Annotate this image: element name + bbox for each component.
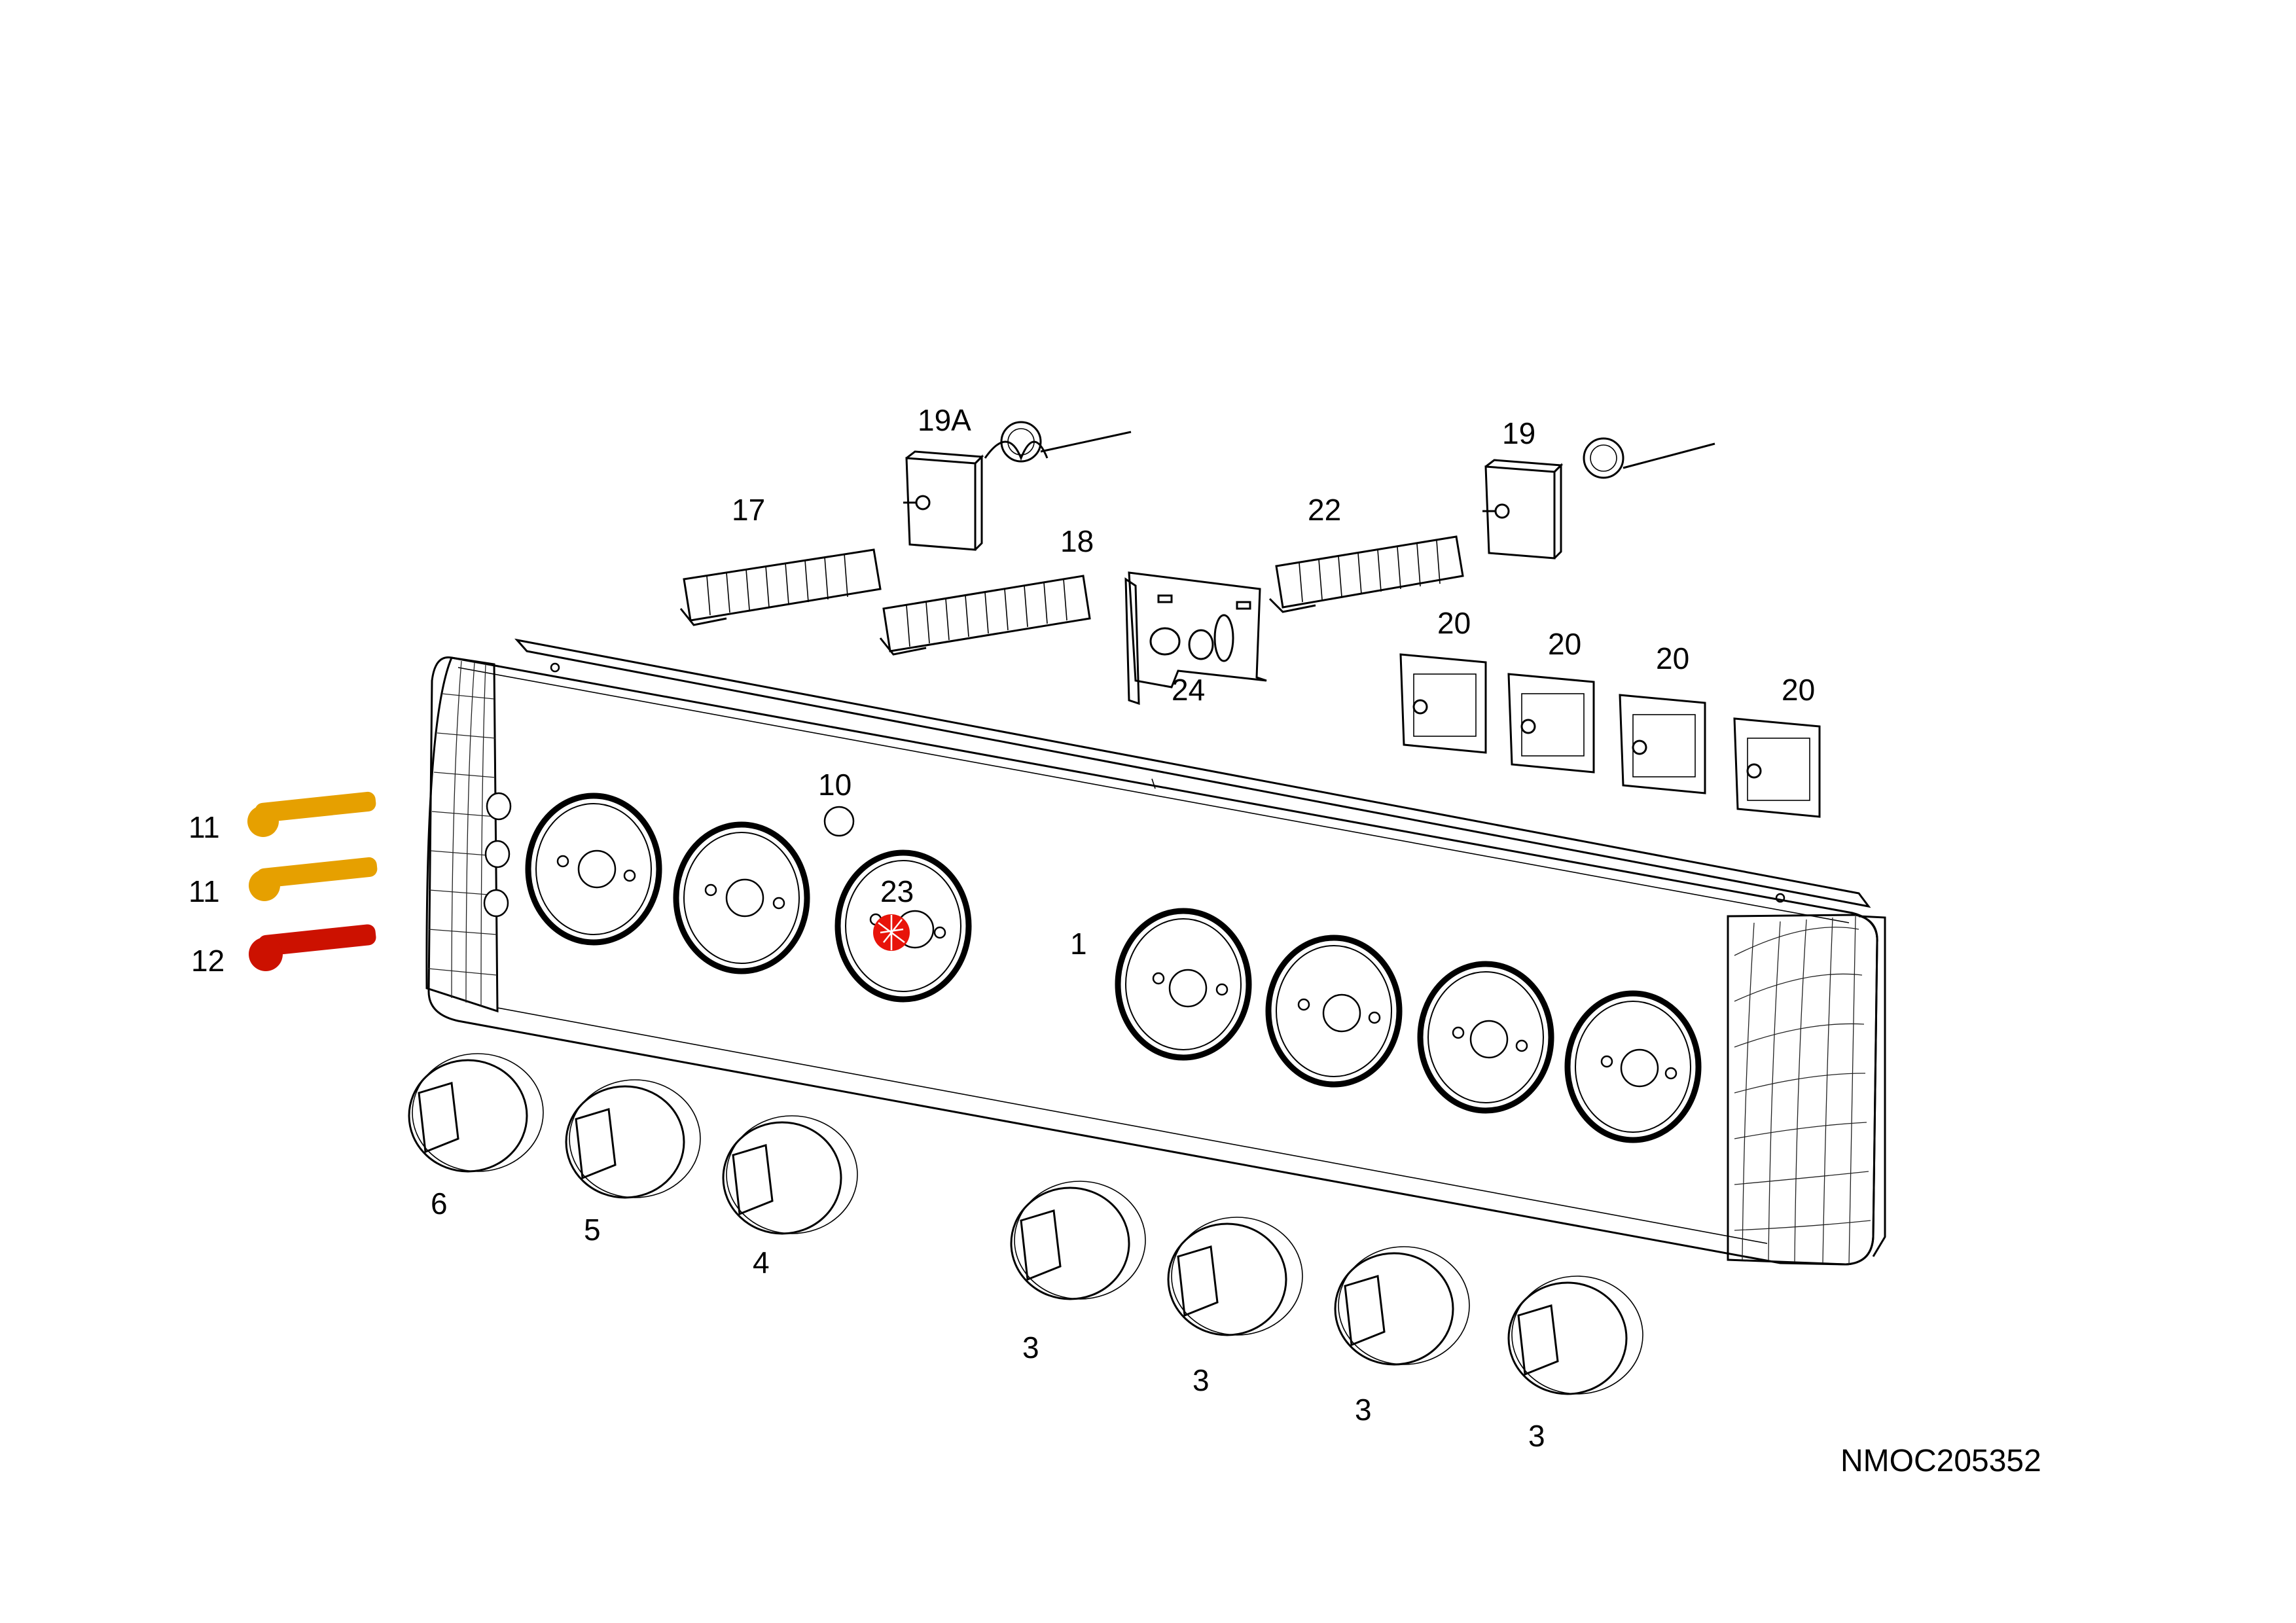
callout-10: 10 bbox=[818, 768, 852, 802]
indicator-lamp-12 bbox=[249, 924, 376, 971]
terminal-block-17 bbox=[679, 548, 882, 626]
callout-20-b: 20 bbox=[1548, 627, 1581, 661]
callout-20-a: 20 bbox=[1437, 606, 1471, 640]
knob-6 bbox=[408, 1053, 544, 1173]
energy-regulator-20-b bbox=[1507, 673, 1595, 774]
callout-22: 22 bbox=[1308, 493, 1341, 527]
energy-regulator-20-d bbox=[1733, 717, 1821, 818]
indicator-lamp-11-a bbox=[247, 791, 376, 837]
thermostat-19 bbox=[1482, 437, 1715, 560]
control-panel bbox=[425, 638, 1886, 1266]
knob-5 bbox=[565, 1079, 701, 1199]
energy-regulator-20-a bbox=[1399, 653, 1487, 754]
callout-5: 5 bbox=[584, 1213, 601, 1247]
thermostat-19a bbox=[903, 421, 1132, 551]
callout-3-a: 3 bbox=[1022, 1330, 1039, 1364]
indicator-lamp-11-b bbox=[249, 857, 378, 901]
callout-19a: 19A bbox=[918, 403, 971, 437]
knob-3-c bbox=[1334, 1246, 1470, 1366]
callout-20-c: 20 bbox=[1656, 641, 1689, 675]
callout-24: 24 bbox=[1172, 673, 1205, 707]
callout-18: 18 bbox=[1060, 524, 1094, 558]
callout-11-b: 11 bbox=[188, 874, 220, 908]
terminal-block-18 bbox=[879, 575, 1091, 656]
bezel-rings bbox=[525, 793, 1702, 1143]
knob-4 bbox=[722, 1115, 858, 1235]
callout-4: 4 bbox=[753, 1245, 770, 1279]
callout-6: 6 bbox=[431, 1186, 448, 1221]
callout-12: 12 bbox=[191, 944, 224, 978]
callout-17: 17 bbox=[732, 493, 765, 527]
right-end-cap bbox=[1727, 914, 1886, 1266]
knob-3-d bbox=[1507, 1275, 1643, 1395]
callout-3-d: 3 bbox=[1528, 1419, 1545, 1453]
mounting-bracket-24 bbox=[1124, 571, 1267, 705]
knob-3-a bbox=[1010, 1181, 1146, 1300]
callout-11-a: 11 bbox=[188, 810, 220, 844]
knob-3-b bbox=[1167, 1217, 1303, 1336]
drawing-reference: NMOC205352 bbox=[1840, 1444, 2041, 1478]
callout-23: 23 bbox=[880, 874, 914, 908]
energy-regulator-20-c bbox=[1619, 694, 1706, 794]
callout-1: 1 bbox=[1070, 927, 1087, 961]
part-23-highlight bbox=[873, 914, 910, 951]
left-end-cap bbox=[425, 656, 499, 1013]
callout-20-d: 20 bbox=[1782, 673, 1815, 707]
callout-3-b: 3 bbox=[1193, 1363, 1210, 1397]
callout-19: 19 bbox=[1502, 416, 1535, 450]
terminal-block-22 bbox=[1268, 535, 1464, 613]
callout-3-c: 3 bbox=[1355, 1393, 1372, 1427]
